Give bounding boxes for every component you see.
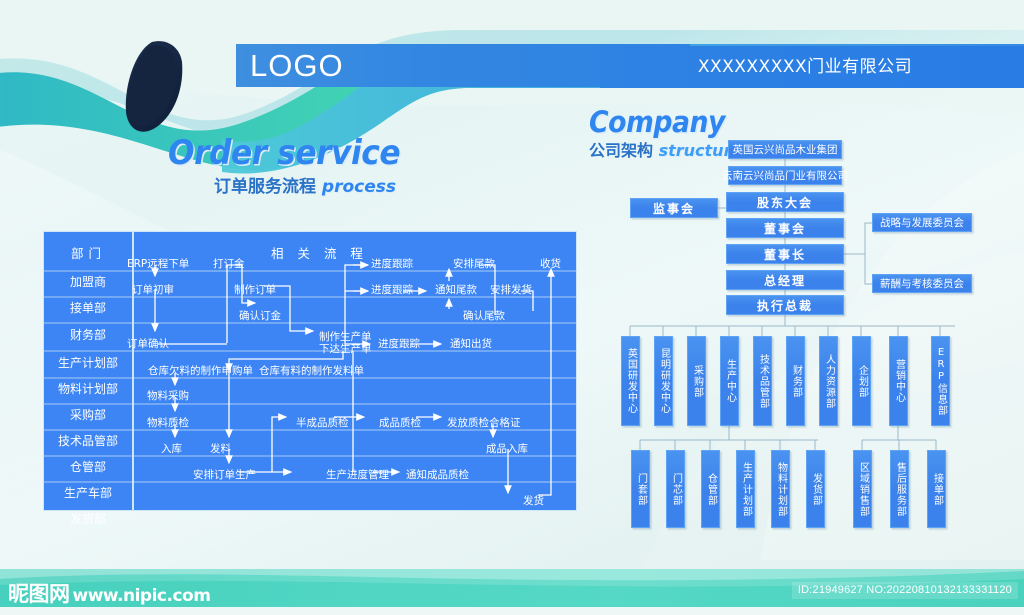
org-box-sub-dept[interactable]: 仓管部 — [701, 450, 720, 528]
org-box-general-manager[interactable]: 总经理 — [726, 270, 844, 290]
order-service-title: Order service 订单服务流程 process — [168, 136, 420, 197]
brand-name-cn: 昵图网 — [8, 582, 70, 606]
flow-node: 通知成品质检 — [406, 469, 469, 481]
flow-node: 仓库欠料的制作申购单 — [148, 365, 253, 377]
dept-label: 生产车部 — [63, 486, 112, 500]
org-box-company[interactable]: 云南云兴尚品门业有限公司 — [722, 166, 848, 185]
dept-label: 物料计划部 — [57, 382, 118, 396]
org-box-chairman[interactable]: 董事长 — [726, 244, 844, 264]
org-box-sub-dept[interactable]: 接单部 — [927, 450, 946, 528]
flow-node: 成品质检 — [379, 417, 421, 429]
company-name-bar — [600, 46, 1024, 88]
flow-table-grid — [43, 231, 577, 511]
org-box-center[interactable]: 财务部 — [786, 336, 805, 426]
order-service-title-cn: 订单服务流程 — [214, 177, 316, 197]
flow-node: 订单初审 — [132, 284, 174, 296]
order-service-title-process: process — [321, 177, 396, 197]
org-box-strategy-committee[interactable]: 战略与发展委员会 — [872, 213, 972, 232]
flow-node: 安排订单生产 — [193, 469, 256, 481]
flow-node: 入库 — [161, 443, 182, 455]
org-box-sub-dept[interactable]: 发货部 — [806, 450, 825, 528]
dept-label: 加盟商 — [69, 275, 106, 289]
org-box-center[interactable]: 营销中心 — [889, 336, 908, 426]
flow-header-department: 部门 — [71, 246, 107, 261]
dept-label: 接单部 — [69, 301, 106, 315]
org-box-center[interactable]: 昆明研发中心 — [654, 336, 673, 426]
org-box-center[interactable]: 英国研发中心 — [621, 336, 640, 426]
flow-node: 下达生产单 — [319, 343, 372, 355]
footer-base-strip — [0, 607, 1024, 615]
flow-node: 制作生产单 — [319, 331, 372, 343]
flow-header-process: 相 关 流 程 — [271, 246, 368, 261]
org-box-sub-dept[interactable]: 区域销售部 — [853, 450, 872, 528]
dept-label: 财务部 — [69, 328, 106, 342]
image-id-label: ID:21949627 NO:20220810132133331120 — [791, 582, 1018, 599]
company-name-text: XXXXXXXXX门业有限公司 — [697, 57, 913, 77]
org-box-center[interactable]: 人力资源部 — [819, 336, 838, 426]
logo-text: LOGO — [250, 48, 344, 83]
org-box-compensation-committee[interactable]: 薪酬与考核委员会 — [872, 274, 972, 293]
flow-node: 确认尾款 — [463, 310, 505, 322]
flow-node: 物料采购 — [147, 390, 189, 402]
dept-label: 仓管部 — [69, 460, 106, 474]
org-box-sub-dept[interactable]: 生产计划部 — [736, 450, 755, 528]
org-box-center[interactable]: 技术品管部 — [753, 336, 772, 426]
org-box-center[interactable]: ERP信息部 — [931, 336, 950, 426]
flow-node: 成品入库 — [486, 443, 528, 455]
flow-node: 半成品质检 — [296, 417, 349, 429]
flow-node: 发货 — [523, 495, 544, 507]
flow-node: 通知尾款 — [435, 284, 477, 296]
flow-node: 进度跟踪 — [371, 284, 413, 296]
company-structure-title: Company 公司架构 structure — [589, 108, 742, 161]
dept-label: 技术品管部 — [57, 434, 118, 448]
flow-node: 生产进度管理 — [326, 469, 389, 481]
flow-node: 收货 — [540, 258, 561, 270]
org-box-sub-dept[interactable]: 门套部 — [631, 450, 650, 528]
flow-node: 通知出货 — [450, 338, 492, 350]
site-brand: 昵图网 www.nipic.com — [8, 578, 211, 608]
order-service-title-en: Order service — [168, 133, 401, 173]
order-service-subtitle: 订单服务流程 process — [214, 172, 420, 197]
flow-node: 制作订单 — [234, 284, 276, 296]
flow-node: 安排尾款 — [453, 258, 495, 270]
dept-label: 发货部 — [69, 512, 106, 526]
org-chart: 英国云兴尚品木业集团 云南云兴尚品门业有限公司 股东大会 董事会 董事长 总经理… — [600, 138, 1024, 538]
flow-node: 订单确认 — [127, 338, 169, 350]
flow-node: 仓库有料的制作发料单 — [259, 365, 364, 377]
order-flow-table: 部门 相 关 流 程 加盟商 接单部 财务部 生产计划部 物料计划部 采购部 技… — [43, 231, 577, 526]
org-box-center[interactable]: 企划部 — [852, 336, 871, 426]
org-box-sub-dept[interactable]: 售后服务部 — [890, 450, 909, 528]
org-box-sub-dept[interactable]: 门芯部 — [666, 450, 685, 528]
org-box-sub-dept[interactable]: 物料计划部 — [771, 450, 790, 528]
flow-node: 进度跟踪 — [378, 338, 420, 350]
org-box-board[interactable]: 董事会 — [726, 218, 844, 238]
org-box-supervisory-board[interactable]: 监事会 — [630, 198, 718, 218]
flow-node: 物料质检 — [147, 417, 189, 429]
company-title-en: Company — [589, 105, 725, 139]
company-subtitle: 公司架构 structure — [589, 137, 742, 161]
flow-node: ERP远程下单 — [127, 258, 190, 270]
org-box-group[interactable]: 英国云兴尚品木业集团 — [728, 140, 842, 159]
dept-label: 采购部 — [69, 408, 106, 422]
org-box-shareholders[interactable]: 股东大会 — [726, 192, 844, 212]
org-box-center[interactable]: 采购部 — [687, 336, 706, 426]
flow-node: 打订金 — [213, 258, 245, 270]
flow-node: 确认订金 — [239, 310, 281, 322]
flow-node: 发料 — [210, 443, 231, 455]
org-box-center[interactable]: 生产中心 — [720, 336, 739, 426]
company-title-structure: structure — [658, 141, 743, 160]
flow-node: 进度跟踪 — [371, 258, 413, 270]
org-box-executive-president[interactable]: 执行总裁 — [726, 295, 844, 315]
dept-label: 生产计划部 — [57, 356, 118, 370]
flow-node: 安排发货 — [490, 284, 532, 296]
flow-node: 发放质检合格证 — [447, 417, 521, 429]
company-title-cn: 公司架构 — [589, 141, 654, 160]
brand-url: www.nipic.com — [72, 586, 211, 606]
